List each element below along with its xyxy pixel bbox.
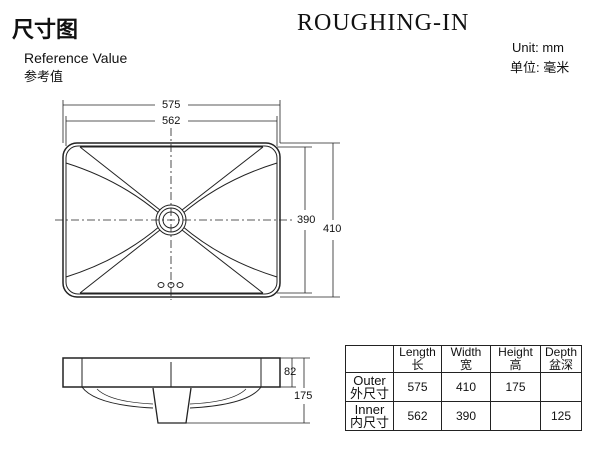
table-cell: 175	[490, 372, 541, 402]
col-label-cn: 宽	[459, 358, 472, 372]
table-cell: 410	[441, 372, 491, 402]
overflow-hole	[167, 282, 175, 288]
table-cell	[540, 372, 582, 402]
unit-label: Unit: mm	[512, 40, 564, 55]
dim-total-height: 175	[294, 390, 313, 402]
side-view	[62, 357, 310, 424]
row-label-cn: 外尺寸	[349, 386, 389, 401]
dim-inner-length: 562	[162, 115, 181, 127]
table-cell: 125	[540, 401, 582, 431]
page-title-cn: 尺寸图	[12, 17, 79, 42]
overflow-hole	[157, 282, 165, 288]
col-label: Width	[450, 345, 482, 359]
reference-label-cn: 参考值	[24, 69, 64, 84]
table-corner	[345, 345, 394, 373]
dim-outer-width: 410	[323, 223, 342, 235]
dim-rim-height: 82	[284, 366, 297, 378]
col-label-cn: 高	[509, 358, 522, 372]
row-label-en: Inner	[354, 402, 385, 417]
col-label: Length	[399, 345, 436, 359]
col-label-cn: 长	[411, 358, 424, 372]
row-label-cn: 内尺寸	[349, 415, 389, 430]
col-label: Depth	[544, 345, 578, 359]
overflow-hole	[176, 282, 184, 288]
dim-inner-width: 390	[297, 214, 316, 226]
table-cell: 390	[441, 401, 491, 431]
dimension-lines	[62, 100, 340, 298]
col-label-cn: 盆深	[548, 358, 573, 372]
table-cell: 562	[393, 401, 442, 431]
dim-outer-length: 575	[162, 99, 181, 111]
top-view	[55, 128, 292, 300]
table-cell	[490, 401, 541, 431]
unit-label-cn: 单位: 毫米	[510, 60, 570, 75]
table-cell: 575	[393, 372, 442, 402]
row-label-en: Outer	[353, 373, 386, 388]
page-title: ROUGHING-IN	[297, 10, 470, 36]
col-label: Height	[498, 345, 533, 359]
reference-label: Reference Value	[24, 50, 128, 66]
